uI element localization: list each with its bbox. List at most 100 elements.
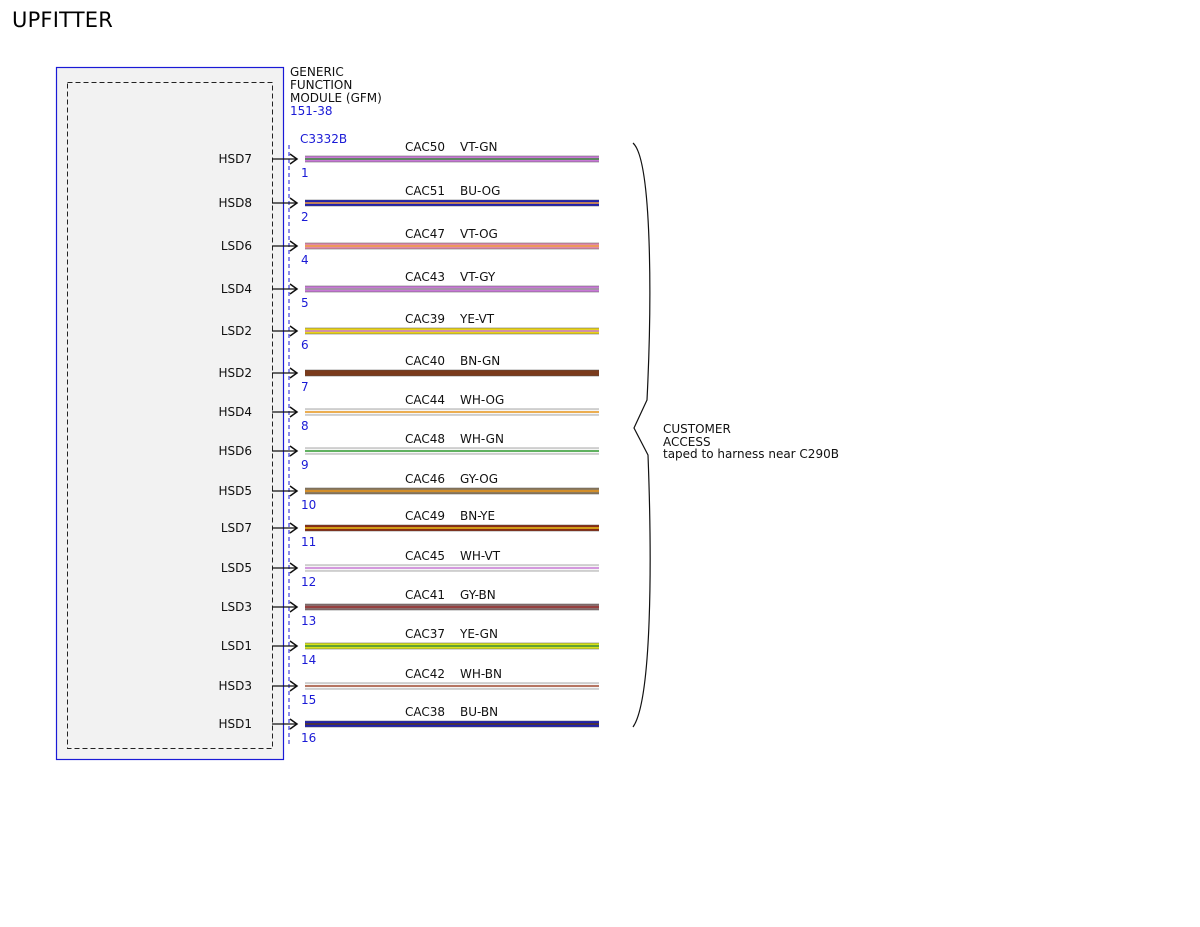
wire-row: LSD6 4 CAC47 VT-OG [221,227,599,267]
wire-row: HSD1 16 CAC38 BU-BN [218,705,599,745]
circuit-id: CAC40 [405,354,445,368]
pin-number: 6 [301,338,309,352]
pin-function-label: LSD1 [221,639,252,653]
pin-function-label: LSD7 [221,521,252,535]
pin-number: 4 [301,253,309,267]
pin-arrow-icon [289,562,299,574]
pin-function-label: HSD6 [218,444,252,458]
pin-number: 11 [301,535,316,549]
module-inner-box [67,82,273,749]
pin-function-label: HSD2 [218,366,252,380]
wire-row: HSD4 8 CAC44 WH-OG [218,393,599,433]
circuit-id: CAC43 [405,270,445,284]
pin-number: 5 [301,296,309,310]
pin-arrow-icon [289,601,299,613]
pin-function-label: LSD4 [221,282,252,296]
wire-row: HSD7 1 CAC50 VT-GN [218,140,599,180]
note-line-3: taped to harness near C290B [663,447,839,461]
circuit-id: CAC51 [405,184,445,198]
wire-row: LSD2 6 CAC39 YE-VT [221,312,599,352]
pin-number: 14 [301,653,316,667]
pin-function-label: HSD7 [218,152,252,166]
wire-row: HSD3 15 CAC42 WH-BN [218,667,599,707]
pin-number: 12 [301,575,316,589]
circuit-id: CAC39 [405,312,445,326]
pin-function-label: LSD3 [221,600,252,614]
pin-number: 13 [301,614,316,628]
customer-access-brace [632,142,651,728]
module-outer-box [55,66,285,761]
pin-number: 1 [301,166,309,180]
wire-row: HSD2 7 CAC40 BN-GN [218,354,599,394]
pin-arrow-icon [289,718,299,730]
wire-color-code: YE-GN [459,627,498,641]
pin-arrow-icon [289,445,299,457]
pin-number: 9 [301,458,309,472]
wire-row: HSD5 10 CAC46 GY-OG [218,472,599,512]
pin-function-label: HSD8 [218,196,252,210]
module-name-line-1: GENERIC [290,65,344,79]
wire-row: LSD4 5 CAC43 VT-GY [221,270,599,310]
pin-function-label: HSD4 [218,405,252,419]
circuit-id: CAC37 [405,627,445,641]
pin-number: 10 [301,498,316,512]
circuit-id: CAC44 [405,393,445,407]
pin-arrow-icon [289,680,299,692]
module-ref: 151-38 [290,104,333,118]
pin-function-label: HSD5 [218,484,252,498]
pin-arrow-icon [289,367,299,379]
wire-row: LSD1 14 CAC37 YE-GN [221,627,599,667]
circuit-id: CAC46 [405,472,445,486]
pin-number: 8 [301,419,309,433]
wire-color-code: WH-GN [460,432,504,446]
pin-arrow-icon [289,283,299,295]
wire-list: HSD7 1 CAC50 VT-GN HSD8 2 CAC51 BU-OG LSD6 4 CAC47… [218,140,599,745]
wire-color-code: BU-BN [460,705,498,719]
circuit-id: CAC45 [405,549,445,563]
wire-color-code: VT-OG [460,227,498,241]
circuit-id: CAC49 [405,509,445,523]
wire-color-code: VT-GN [460,140,497,154]
page-title: UPFITTER [12,8,114,32]
wire-color-code: GY-BN [460,588,496,602]
module-name-line-3: MODULE (GFM) [290,91,382,105]
wire-row: LSD5 12 CAC45 WH-VT [221,549,599,589]
wire-row: LSD3 13 CAC41 GY-BN [221,588,599,628]
wire-color-code: BU-OG [460,184,500,198]
wire-color-code: BN-YE [460,509,495,523]
wire-color-code: WH-BN [460,667,502,681]
circuit-id: CAC42 [405,667,445,681]
pin-function-label: LSD5 [221,561,252,575]
wire-row: LSD7 11 CAC49 BN-YE [221,509,599,549]
pin-number: 7 [301,380,309,394]
wire-color-code: WH-OG [460,393,504,407]
wire-color-code: WH-VT [460,549,501,563]
pin-function-label: LSD2 [221,324,252,338]
pin-arrow-icon [289,325,299,337]
wire-color-code: GY-OG [460,472,498,486]
note-line-1: CUSTOMER [663,422,731,436]
pin-arrow-icon [289,485,299,497]
circuit-id: CAC38 [405,705,445,719]
pin-number: 16 [301,731,316,745]
wire-row: HSD8 2 CAC51 BU-OG [218,184,599,224]
note-line-2: ACCESS [663,435,711,449]
wire-color-code: BN-GN [460,354,500,368]
pin-number: 2 [301,210,309,224]
pin-arrow-icon [289,406,299,418]
module-name-line-2: FUNCTION [290,78,352,92]
wire-color-code: VT-GY [460,270,496,284]
pin-arrow-icon [289,522,299,534]
connector-id: C3332B [300,132,347,146]
pin-function-label: HSD3 [218,679,252,693]
circuit-id: CAC41 [405,588,445,602]
pin-arrow-icon [289,640,299,652]
wire-color-code: YE-VT [459,312,495,326]
pin-function-label: LSD6 [221,239,252,253]
circuit-id: CAC47 [405,227,445,241]
circuit-id: CAC50 [405,140,445,154]
pin-function-label: HSD1 [218,717,252,731]
pin-number: 15 [301,693,316,707]
